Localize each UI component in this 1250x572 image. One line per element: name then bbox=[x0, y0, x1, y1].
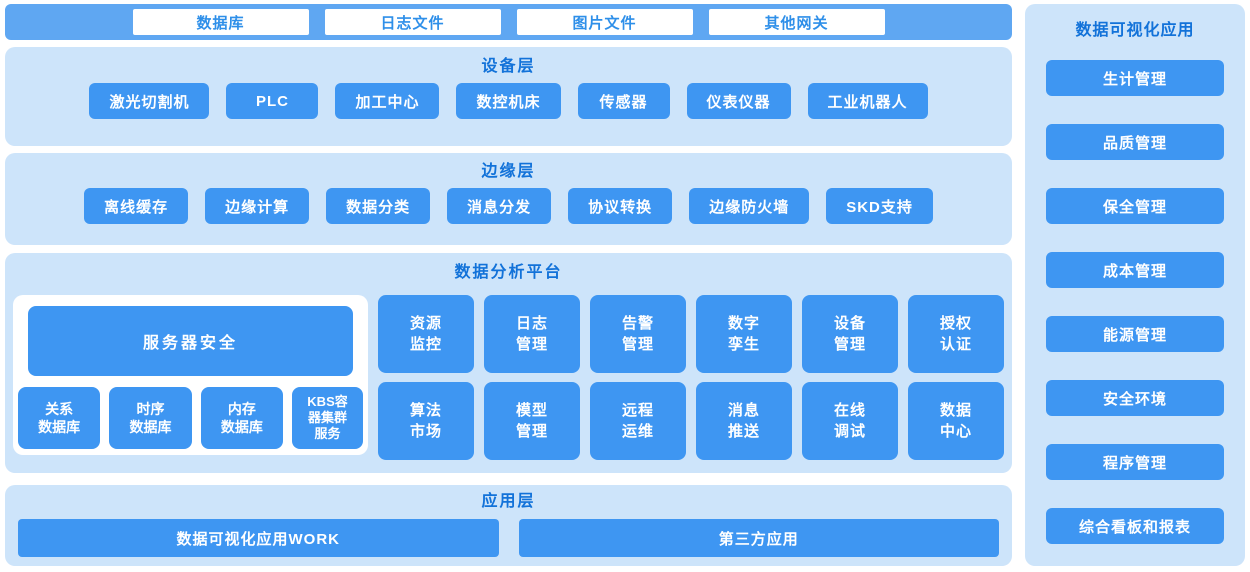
sidebar-app-button[interactable]: 程序管理 bbox=[1046, 444, 1224, 480]
gateway-button[interactable]: 日志文件 bbox=[324, 9, 501, 35]
device-button[interactable]: 数控机床 bbox=[456, 83, 561, 119]
sidebar-app-button[interactable]: 生计管理 bbox=[1046, 60, 1224, 96]
platform-service-button[interactable]: 远程 运维 bbox=[590, 382, 686, 460]
device-button[interactable]: 仪表仪器 bbox=[686, 83, 791, 119]
application-layer-title: 应用层 bbox=[481, 493, 536, 510]
device-button[interactable]: 传感器 bbox=[577, 83, 670, 119]
sidebar-app-button[interactable]: 综合看板和报表 bbox=[1046, 508, 1224, 544]
sidebar-app-button[interactable]: 能源管理 bbox=[1046, 316, 1224, 352]
edge-button[interactable]: 协议转换 bbox=[568, 188, 673, 224]
sidebar-app-button[interactable]: 品质管理 bbox=[1046, 124, 1224, 160]
edge-button[interactable]: 边缘防火墙 bbox=[689, 188, 810, 224]
main-column: 数据库日志文件图片文件其他网关 设备层 激光切割机 PLC 加工中心数控机床传感器仪… bbox=[5, 4, 1012, 566]
edge-layer-panel: 边缘层 离线缓存边缘计算数据分类消息分发协议转换边缘防火墙 SKD支持 bbox=[5, 153, 1012, 245]
platform-service-button[interactable]: 消息 推送 bbox=[696, 382, 792, 460]
device-button[interactable]: PLC bbox=[226, 83, 319, 119]
platform-service-button[interactable]: 设备 管理 bbox=[802, 295, 898, 373]
platform-service-button[interactable]: 数字 孪生 bbox=[696, 295, 792, 373]
gateway-button[interactable]: 其他网关 bbox=[708, 9, 885, 35]
platform-service-button[interactable]: 数据 中心 bbox=[908, 382, 1004, 460]
edge-button[interactable]: 离线缓存 bbox=[84, 188, 189, 224]
edge-layer-title: 边缘层 bbox=[481, 163, 536, 180]
edge-button-row: 离线缓存边缘计算数据分类消息分发协议转换边缘防火墙 SKD支持 bbox=[84, 188, 933, 224]
platform-title: 数据分析平台 bbox=[454, 264, 563, 281]
gateway-button[interactable]: 数据库 bbox=[132, 9, 309, 35]
platform-service-button[interactable]: 资源 监控 bbox=[378, 295, 474, 373]
storage-button[interactable]: 内存 数据库 bbox=[200, 387, 284, 449]
gateway-bar: 数据库日志文件图片文件其他网关 bbox=[5, 4, 1012, 40]
edge-button[interactable]: SKD支持 bbox=[826, 188, 933, 224]
platform-service-button[interactable]: 模型 管理 bbox=[484, 382, 580, 460]
sidebar-app-button[interactable]: 安全环境 bbox=[1046, 380, 1224, 416]
sidebar-title: 数据可视化应用 bbox=[1075, 22, 1195, 39]
edge-button[interactable]: 消息分发 bbox=[447, 188, 552, 224]
platform-service-button[interactable]: 算法 市场 bbox=[378, 382, 474, 460]
device-layer-panel: 设备层 激光切割机 PLC 加工中心数控机床传感器仪表仪器工业机器人 bbox=[5, 47, 1012, 146]
device-button[interactable]: 加工中心 bbox=[335, 83, 440, 119]
device-button[interactable]: 激光切割机 bbox=[89, 83, 210, 119]
sidebar-app-button[interactable]: 保全管理 bbox=[1046, 188, 1224, 224]
platform-service-button[interactable]: 日志 管理 bbox=[484, 295, 580, 373]
application-button[interactable]: 第三方应用 bbox=[518, 519, 999, 557]
sidebar-app-button[interactable]: 成本管理 bbox=[1046, 252, 1224, 288]
edge-button[interactable]: 边缘计算 bbox=[205, 188, 310, 224]
storage-button[interactable]: KBS容 器集群 服务 bbox=[292, 387, 364, 449]
device-button-row: 激光切割机 PLC 加工中心数控机床传感器仪表仪器工业机器人 bbox=[89, 83, 928, 119]
application-layer-panel: 应用层 数据可视化应用WORK 第三方应用 bbox=[5, 485, 1012, 566]
platform-service-button[interactable]: 告警 管理 bbox=[590, 295, 686, 373]
platform-service-button[interactable]: 授权 认证 bbox=[908, 295, 1004, 373]
platform-service-grid: 资源 监控日志 管理告警 管理数字 孪生设备 管理授权 认证算法 市场模型 管理… bbox=[378, 295, 1004, 460]
visualization-sidebar: 数据可视化应用 生计管理品质管理保全管理成本管理能源管理安全环境程序管理综合看板… bbox=[1025, 4, 1245, 566]
sidebar-button-list: 生计管理品质管理保全管理成本管理能源管理安全环境程序管理综合看板和报表 bbox=[1046, 60, 1224, 572]
platform-service-button[interactable]: 在线 调试 bbox=[802, 382, 898, 460]
storage-button[interactable]: 时序 数据库 bbox=[109, 387, 192, 449]
device-layer-title: 设备层 bbox=[481, 58, 536, 75]
application-button[interactable]: 数据可视化应用WORK bbox=[18, 519, 499, 557]
server-security-button[interactable]: 服务器安全 bbox=[28, 306, 353, 376]
application-button-row: 数据可视化应用WORK 第三方应用 bbox=[5, 519, 1012, 557]
device-button[interactable]: 工业机器人 bbox=[807, 83, 928, 119]
edge-button[interactable]: 数据分类 bbox=[326, 188, 431, 224]
gateway-button[interactable]: 图片文件 bbox=[516, 9, 693, 35]
storage-button[interactable]: 关系 数据库 bbox=[18, 387, 101, 449]
